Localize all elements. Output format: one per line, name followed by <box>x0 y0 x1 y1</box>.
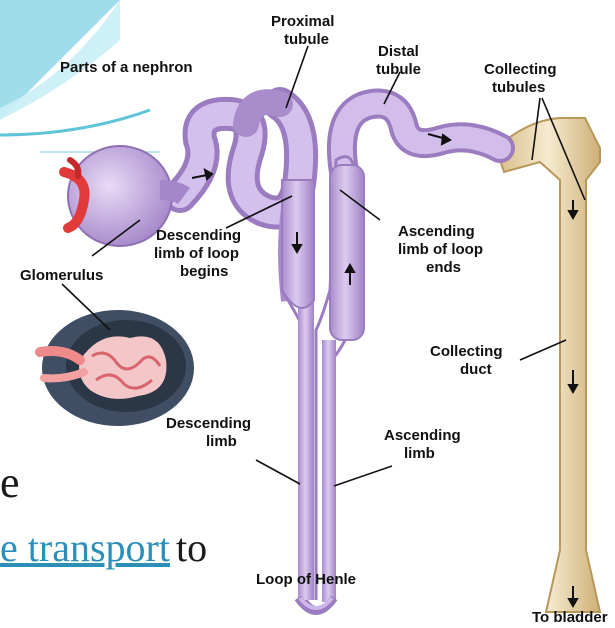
label-collecting-tubules-2: tubules <box>492 79 545 96</box>
slide-partial-word: e <box>0 458 20 508</box>
active-transport-link[interactable]: e transport <box>0 525 170 570</box>
label-descending-begins-1: Descending <box>156 227 241 244</box>
label-collecting-duct-2: duct <box>460 361 492 378</box>
diagram-title: Parts of a nephron <box>60 59 193 76</box>
label-collecting-duct-1: Collecting <box>430 343 503 360</box>
label-ascending-limb-1: Ascending <box>384 427 461 444</box>
label-ascending-ends-1: Ascending <box>398 223 475 240</box>
label-glomerulus: Glomerulus <box>20 267 103 284</box>
glomerulus-cross-section <box>40 310 194 426</box>
distal-tubule <box>342 104 500 173</box>
collecting-duct <box>496 118 600 612</box>
loop-of-henle <box>282 157 364 611</box>
label-descending-limb-1: Descending <box>166 415 251 432</box>
partial-word-text: e <box>0 458 20 507</box>
link-trailing-text: to <box>176 525 207 570</box>
label-ascending-ends-3: ends <box>426 259 461 276</box>
label-proximal-2: tubule <box>284 31 329 48</box>
label-to-bladder: To bladder <box>532 609 608 626</box>
label-collecting-tubules-1: Collecting <box>484 61 557 78</box>
label-distal-2: tubule <box>376 61 421 78</box>
label-ascending-ends-2: limb of loop <box>398 241 483 258</box>
label-descending-limb-2: limb <box>206 433 237 450</box>
slide-decoration <box>0 0 160 152</box>
label-descending-begins-2: limb of loop <box>154 245 239 262</box>
label-ascending-limb-2: limb <box>404 445 435 462</box>
label-loop-of-henle: Loop of Henle <box>256 571 356 588</box>
label-distal-1: Distal <box>378 43 419 60</box>
label-descending-begins-3: begins <box>180 263 228 280</box>
label-proximal-1: Proximal <box>271 13 334 30</box>
